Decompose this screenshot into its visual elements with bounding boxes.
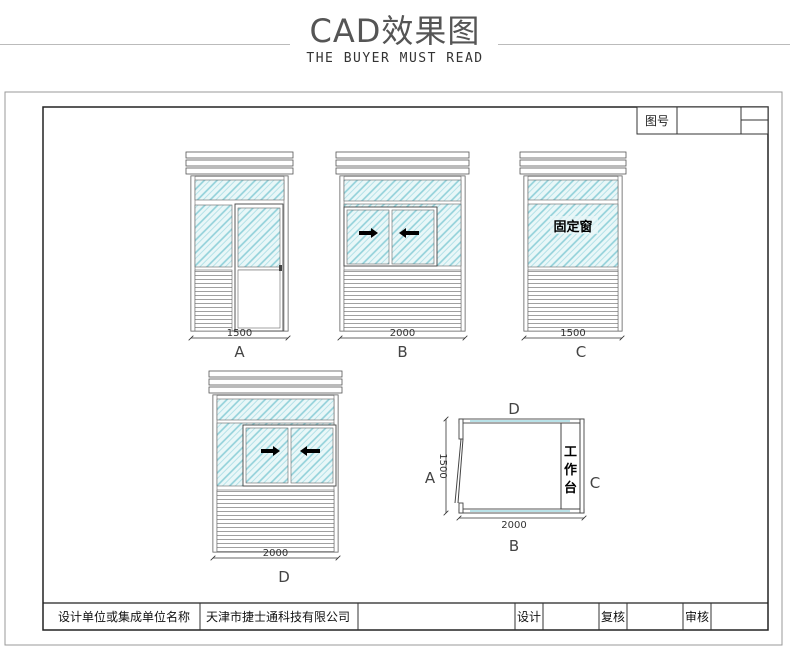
slide-right-arrow-icon bbox=[359, 228, 378, 238]
view-a-width-dim: 1500 bbox=[227, 328, 252, 339]
view-c-width-dim: 1500 bbox=[560, 328, 585, 339]
figure-number-label: 图号 bbox=[645, 114, 669, 128]
elevation-view-d: 2000 D bbox=[208, 370, 343, 586]
plan-label-top: D bbox=[508, 400, 520, 418]
company-name: 天津市捷士通科技有限公司 bbox=[206, 609, 350, 624]
elevation-view-b: 2000 B bbox=[335, 151, 470, 361]
plan-label-left: A bbox=[425, 469, 436, 487]
page-subtitle: THE BUYER MUST READ bbox=[306, 51, 484, 66]
plan-label-right: C bbox=[590, 474, 600, 492]
plan-view: D 工 作 台 2000 1500 A C B bbox=[425, 400, 600, 555]
desk-label-2: 作 bbox=[564, 462, 577, 478]
header-rule-right bbox=[498, 44, 790, 45]
elevation-view-c: 固定窗 1500 C bbox=[519, 151, 627, 361]
view-d-letter: D bbox=[278, 568, 290, 586]
view-a-letter: A bbox=[234, 343, 245, 361]
design-unit-label: 设计单位或集成单位名称 bbox=[58, 609, 190, 624]
slide-left-arrow-icon bbox=[300, 446, 320, 456]
desk-label-1: 工 bbox=[564, 445, 577, 460]
plan-label-bottom: B bbox=[509, 537, 519, 555]
slide-right-arrow-icon bbox=[261, 446, 280, 456]
header-rule-left bbox=[0, 44, 290, 45]
plan-depth-dim: 1500 bbox=[437, 453, 448, 478]
sheet-frame bbox=[4, 91, 783, 646]
plan-width-dim: 2000 bbox=[501, 520, 526, 531]
view-d-width-dim: 2000 bbox=[263, 548, 288, 559]
design-label: 设计 bbox=[517, 610, 541, 624]
slide-left-arrow-icon bbox=[399, 228, 419, 238]
view-b-width-dim: 2000 bbox=[390, 328, 415, 339]
review-label: 复核 bbox=[601, 610, 625, 624]
title-block: 设计单位或集成单位名称 天津市捷士通科技有限公司 设计 复核 审核 bbox=[43, 602, 768, 630]
figure-number-box: 图号 bbox=[636, 106, 769, 135]
fixed-window-label: 固定窗 bbox=[553, 219, 592, 235]
page-title: CAD效果图 bbox=[309, 12, 481, 50]
drawing-border bbox=[42, 106, 769, 631]
view-c-letter: C bbox=[576, 343, 586, 361]
elevation-view-a: 1500 A bbox=[185, 151, 294, 361]
audit-label: 审核 bbox=[685, 609, 709, 624]
view-b-letter: B bbox=[397, 343, 407, 361]
desk-label-3: 台 bbox=[564, 480, 577, 496]
